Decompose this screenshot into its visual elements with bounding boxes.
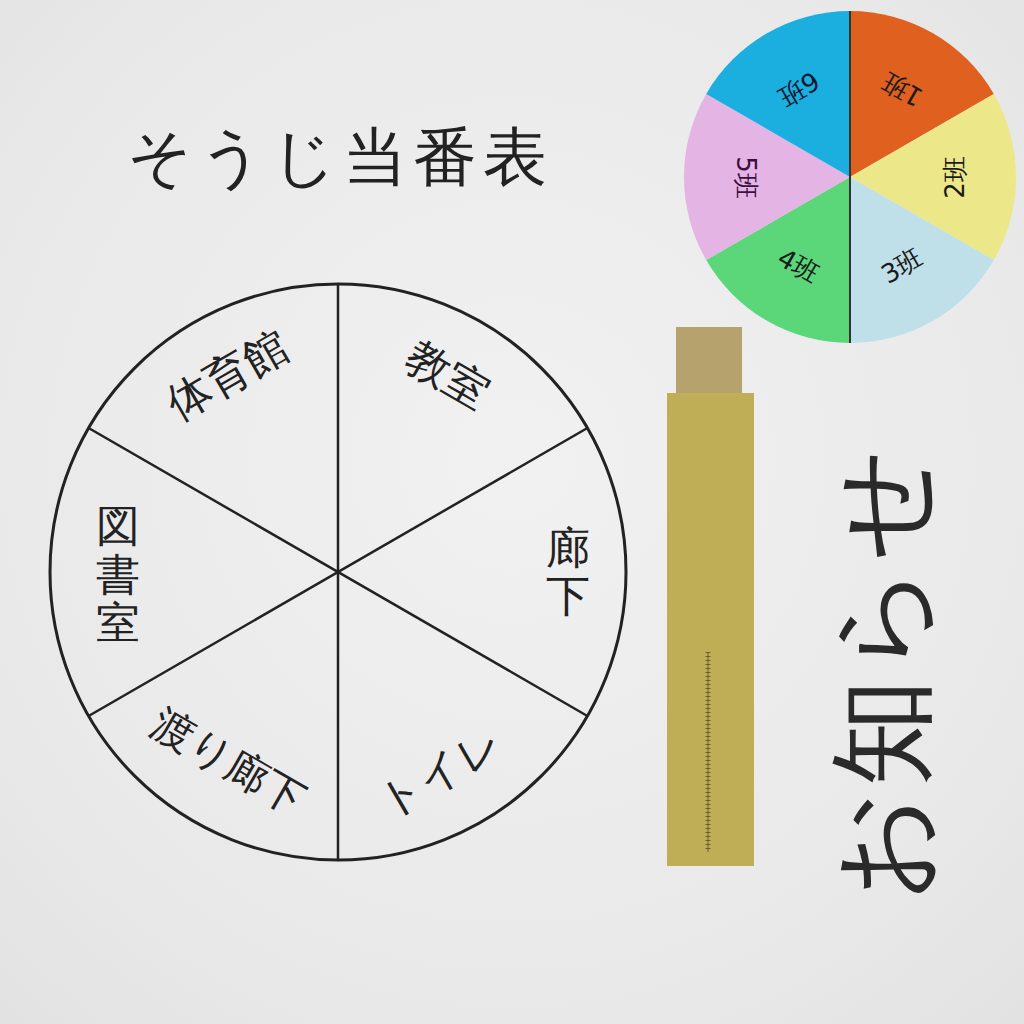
group-sector: 6班 (771, 62, 825, 114)
wheel-sector (850, 177, 994, 343)
group-sector: 3班 (875, 240, 929, 292)
tube-body (667, 393, 754, 866)
wheel-divider (89, 428, 588, 716)
area-label: 1班 (875, 62, 929, 114)
wheel-divider (89, 428, 588, 716)
duty-area: 教室 (394, 327, 500, 422)
tube-seam (708, 652, 709, 852)
wheel-divider (849, 11, 851, 343)
area-label: 6班 (771, 62, 825, 114)
duty-area: 廊下 (546, 524, 590, 621)
group-sector: 2班 (937, 156, 972, 199)
area-label: 廊下 (546, 524, 590, 621)
duty-wheel (50, 284, 626, 860)
group-sector: 1班 (875, 62, 929, 114)
area-label: 3班 (875, 240, 929, 292)
area-label: 体育館 (156, 316, 300, 433)
wheel-sector (706, 11, 850, 177)
duty-area: 図書室 (96, 502, 140, 647)
chart-title: そうじ当番表 (127, 114, 553, 201)
group-sector: 4班 (771, 240, 825, 292)
area-label: 図書室 (96, 502, 140, 647)
group-sector: 5班 (727, 156, 762, 199)
duty-area: 渡り廊下 (141, 696, 315, 829)
area-label: 5班 (727, 156, 762, 199)
area-label: 2班 (937, 156, 972, 199)
group-wheel (684, 11, 1016, 343)
tube-cap (676, 327, 742, 393)
duty-area: トイレ (367, 713, 513, 832)
notice-label: お知らせ (809, 444, 955, 901)
area-label: 教室 (394, 327, 500, 422)
pin-tube (667, 327, 754, 866)
wheel-outline (50, 284, 626, 860)
area-label: 4班 (771, 240, 825, 292)
area-label: 渡り廊下 (141, 696, 315, 829)
duty-area: 体育館 (156, 316, 300, 433)
area-label: トイレ (367, 713, 513, 832)
tube-seam (706, 652, 711, 852)
